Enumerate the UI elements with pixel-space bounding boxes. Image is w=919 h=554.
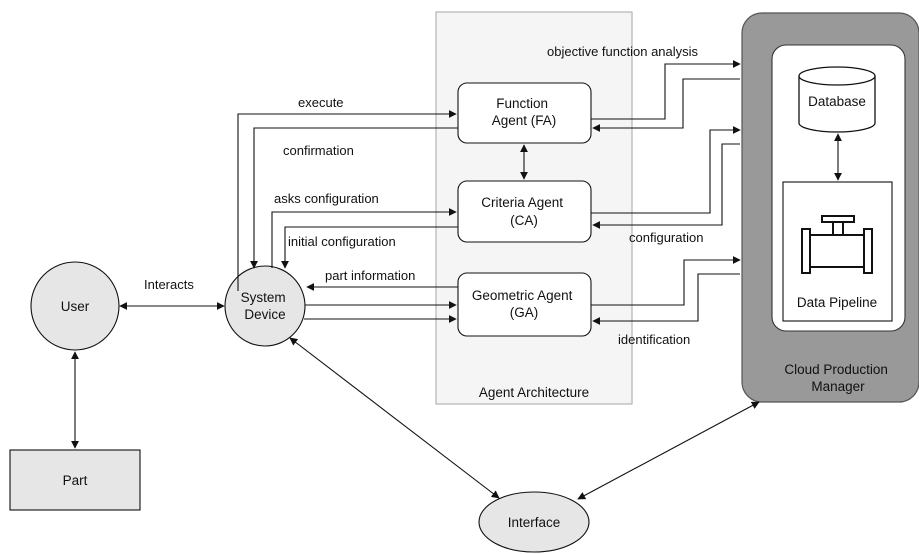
function-agent-label: Function Agent (FA)	[492, 96, 557, 128]
part-label: Part	[63, 473, 88, 488]
confirmation-label: confirmation	[283, 143, 354, 158]
asks-configuration-label: asks configuration	[274, 191, 379, 206]
interface-node: Interface	[478, 491, 590, 553]
interacts-label: Interacts	[144, 277, 194, 292]
pipeline-icon	[801, 215, 873, 274]
criteria-agent-label: Criteria Agent (CA)	[481, 195, 567, 228]
system-device-label: System Device	[241, 290, 290, 322]
database-label: Database	[808, 94, 866, 109]
interface-label: Interface	[508, 515, 561, 530]
function-agent-node: Function Agent (FA)	[457, 82, 592, 144]
cloud-production-manager-label: Cloud Production Manager	[784, 362, 891, 394]
data-pipeline-label: Data Pipeline	[797, 295, 877, 310]
initial-configuration-label: initial configuration	[288, 234, 396, 249]
user-node: User	[30, 261, 120, 351]
objective-function-analysis-label: objective function analysis	[547, 44, 699, 59]
configuration-edge	[592, 143, 740, 229]
data-pipeline-node: Data Pipeline	[782, 181, 893, 322]
part-node: Part	[9, 449, 141, 511]
asks-configuration-edge	[271, 208, 457, 268]
configuration-label: configuration	[629, 230, 703, 245]
part-information-label: part information	[325, 268, 415, 283]
geometric-agent-node: Geometric Agent (GA)	[457, 272, 592, 337]
geometric-agent-label: Geometric Agent (GA)	[472, 288, 576, 320]
system-interface-edge	[289, 337, 500, 499]
agent-architecture-label: Agent Architecture	[479, 385, 589, 400]
confirmation-edge	[250, 127, 458, 269]
cpm-to-fa-edge	[592, 78, 740, 132]
database-node: Database	[798, 66, 876, 133]
objective-function-analysis-edge	[591, 60, 741, 120]
ga-to-cpm-edge	[591, 256, 741, 306]
system-device-node: System Device	[224, 265, 306, 347]
user-label: User	[61, 299, 90, 314]
criteria-agent-node: Criteria Agent (CA)	[457, 180, 592, 243]
identification-label: identification	[618, 332, 690, 347]
execute-label: execute	[298, 95, 344, 110]
identification-edge	[592, 273, 740, 325]
ca-to-cpm-edge	[591, 126, 741, 214]
initial-configuration-edge	[281, 226, 458, 269]
execute-edge	[237, 110, 457, 291]
interface-cpm-edge	[577, 401, 760, 500]
